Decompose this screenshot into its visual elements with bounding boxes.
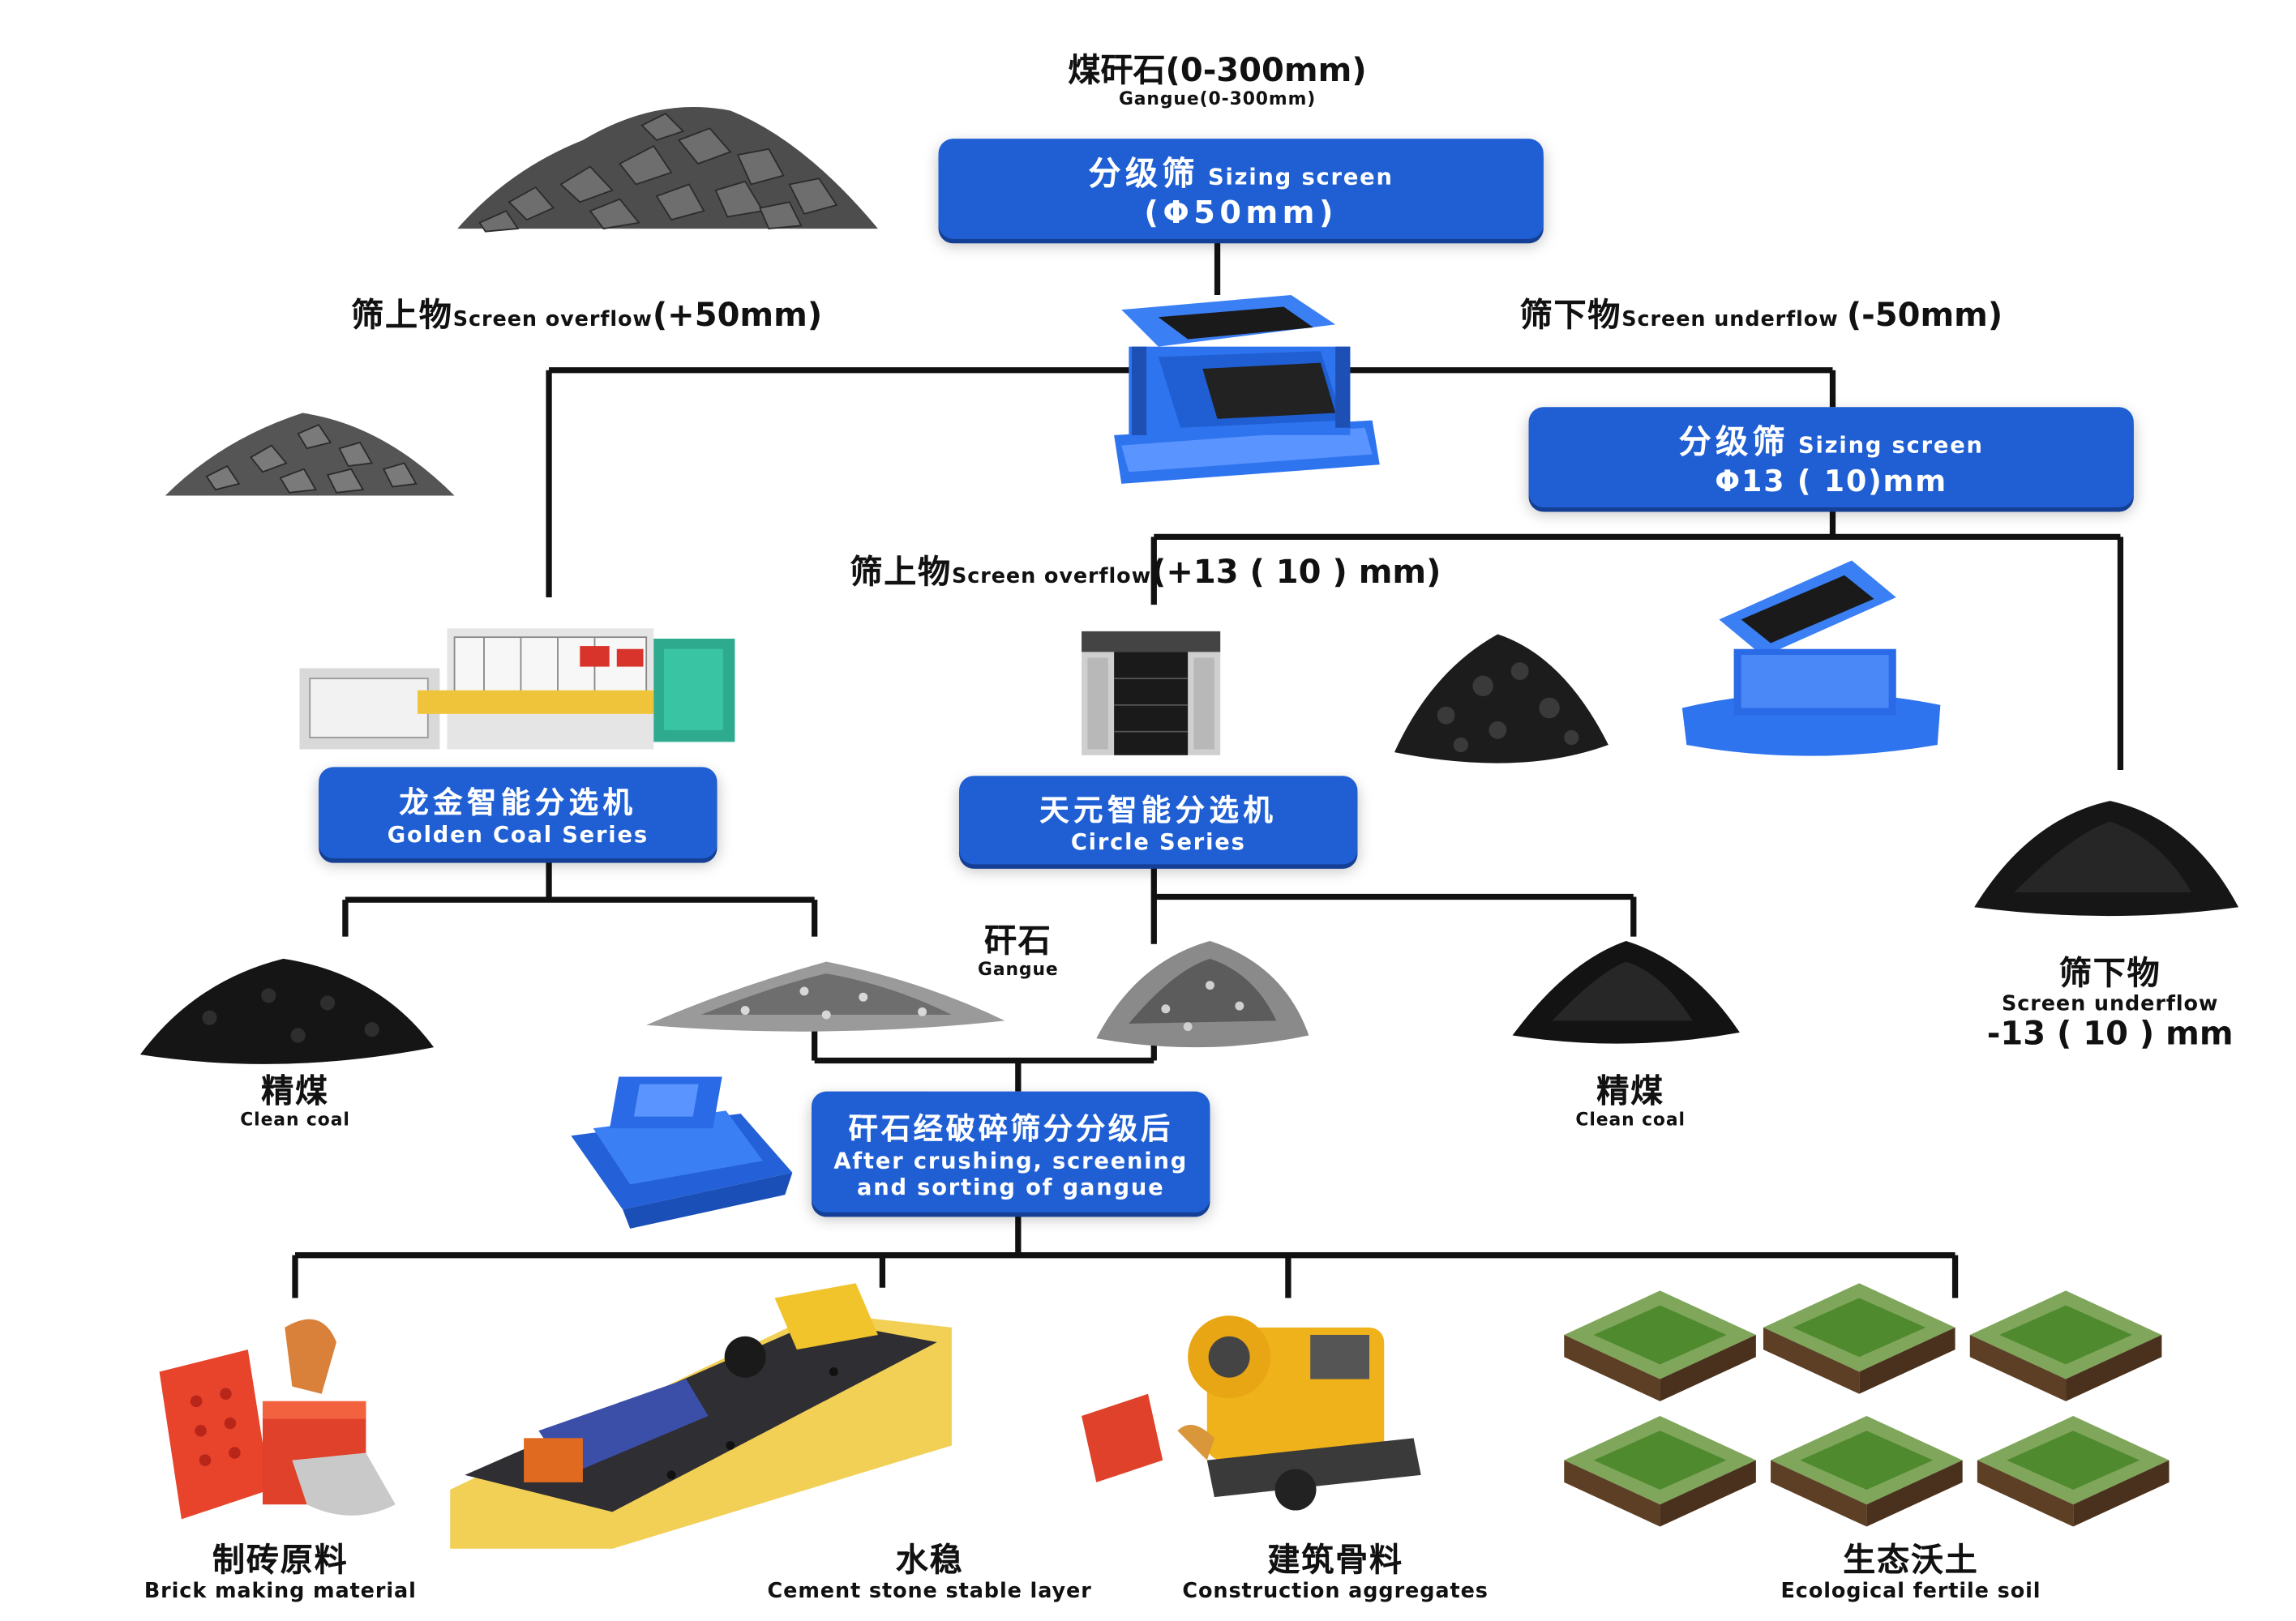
clean-coal-right-cn: 精煤 — [1596, 1073, 1665, 1111]
overflow2-en: Screen overflow — [951, 564, 1152, 589]
clean-coal-right-label: 精煤 Clean coal — [1542, 1074, 1719, 1131]
screen1-size: (Φ50mm) — [1144, 195, 1338, 230]
construction-aggregates-illustration — [1082, 1315, 1421, 1511]
circle-sorter-machine — [1082, 631, 1221, 755]
underflow-50mm-label: 筛下物Screen underflow (-50mm) — [1520, 298, 2003, 336]
underflow2-en: Screen underflow — [2001, 993, 2219, 1017]
sorter-circle-cn: 天元智能分选机 — [1039, 791, 1278, 828]
underflow1-size: (-50mm) — [1846, 297, 2003, 336]
underflow2-size: -13 ( 10 ) mm — [1986, 1016, 2234, 1054]
source-label: 煤矸石(0-300mm) Gangue(0-300mm) — [959, 53, 1476, 111]
gangue-heap-fine-right — [1096, 941, 1309, 1048]
product-soil-label: 生态沃土 Ecological fertile soil — [1711, 1543, 2110, 1604]
screen1-cn: 分级筛 — [1088, 156, 1200, 194]
overflow2-cn: 筛上物 — [850, 554, 952, 592]
screen2-en: Sizing screen — [1798, 432, 1984, 459]
clean-coal-left-en: Clean coal — [240, 1110, 350, 1131]
product-aggregates-cn: 建筑骨料 — [1267, 1542, 1403, 1580]
circle-sorter-box: 天元智能分选机 Circle Series — [959, 776, 1358, 865]
sizing-screen-machine-1 — [1114, 294, 1380, 484]
processing-en-1: After crushing, screening — [833, 1146, 1189, 1174]
screen2-cn: 分级筛 — [1678, 425, 1790, 462]
cement-stable-layer-illustration — [450, 1283, 952, 1549]
sorter-golden-cn: 龙金智能分选机 — [399, 784, 637, 819]
product-aggregates-en: Construction aggregates — [1182, 1580, 1489, 1604]
product-brick-cn: 制砖原料 — [212, 1542, 349, 1580]
processing-cn: 矸石经破碎筛分分级后 — [848, 1110, 1173, 1146]
processing-en-2: and sorting of gangue — [856, 1173, 1165, 1200]
overflow2-size: (+13 ( 10 ) mm) — [1151, 554, 1441, 592]
gangue-en: Gangue — [977, 959, 1059, 980]
golden-coal-sorter-machine — [299, 628, 735, 750]
product-brick-en: Brick making material — [144, 1580, 417, 1604]
source-cn: 煤矸石(0-300mm) — [1068, 53, 1367, 91]
overflow1-size: (+50mm) — [652, 297, 823, 336]
overflow1-cn: 筛上物 — [351, 297, 453, 336]
ecological-soil-illustration — [1564, 1283, 2170, 1527]
product-cement-label: 水稳 Cement stone stable layer — [730, 1543, 1129, 1604]
sizing-screen-50mm-box: 分级筛 Sizing screen (Φ50mm) — [938, 139, 1544, 239]
gangue-processing-box: 矸石经破碎筛分分级后 After crushing, screening and… — [812, 1091, 1210, 1213]
overflow-13mm-label: 筛上物Screen overflow(+13 ( 10 ) mm) — [850, 554, 1441, 592]
fine-coal-heap-underflow — [1974, 801, 2239, 917]
gangue-label: 矸石 Gangue — [959, 923, 1077, 981]
product-cement-en: Cement stone stable layer — [767, 1580, 1092, 1604]
sizing-screen-13mm-box: 分级筛 Sizing screen Φ13 ( 10)mm — [1528, 407, 2134, 508]
gangue-heap-overflow — [165, 413, 455, 496]
clean-coal-heap-left — [139, 958, 435, 1064]
product-cement-cn: 水稳 — [895, 1542, 964, 1580]
overflow-50mm-label: 筛上物Screen overflow(+50mm) — [351, 298, 822, 336]
coal-heap-overflow-13mm — [1394, 634, 1608, 763]
underflow-13mm-label: 筛下物 Screen underflow -13 ( 10 ) mm — [1963, 956, 2258, 1054]
source-en: Gangue(0-300mm) — [1118, 88, 1317, 110]
clean-coal-right-en: Clean coal — [1575, 1110, 1686, 1131]
clean-coal-left-label: 精煤 Clean coal — [207, 1074, 383, 1131]
gangue-heap-large — [457, 106, 878, 233]
underflow1-cn: 筛下物 — [1519, 297, 1622, 336]
crusher-machine — [571, 1076, 793, 1229]
screen1-en: Sizing screen — [1207, 164, 1394, 190]
clean-coal-heap-right — [1512, 941, 1740, 1044]
screen2-size: Φ13 ( 10)mm — [1715, 463, 1948, 499]
product-brick-label: 制砖原料 Brick making material — [103, 1543, 457, 1604]
product-soil-en: Ecological fertile soil — [1780, 1580, 2041, 1604]
sorter-circle-en: Circle Series — [1070, 828, 1246, 855]
product-aggregates-label: 建筑骨料 Construction aggregates — [1136, 1543, 1534, 1604]
underflow2-cn: 筛下物 — [2058, 956, 2161, 993]
brick-making-illustration — [159, 1319, 396, 1520]
gangue-heap-fine-left — [646, 961, 1005, 1032]
sorter-golden-en: Golden Coal Series — [387, 820, 649, 848]
product-soil-cn: 生态沃土 — [1843, 1542, 1979, 1580]
gangue-cn: 矸石 — [983, 923, 1052, 960]
golden-coal-sorter-box: 龙金智能分选机 Golden Coal Series — [319, 767, 718, 859]
clean-coal-left-cn: 精煤 — [261, 1073, 329, 1111]
sizing-screen-machine-2 — [1681, 560, 1941, 756]
underflow1-en: Screen underflow — [1621, 308, 1839, 332]
overflow1-en: Screen overflow — [452, 308, 653, 332]
